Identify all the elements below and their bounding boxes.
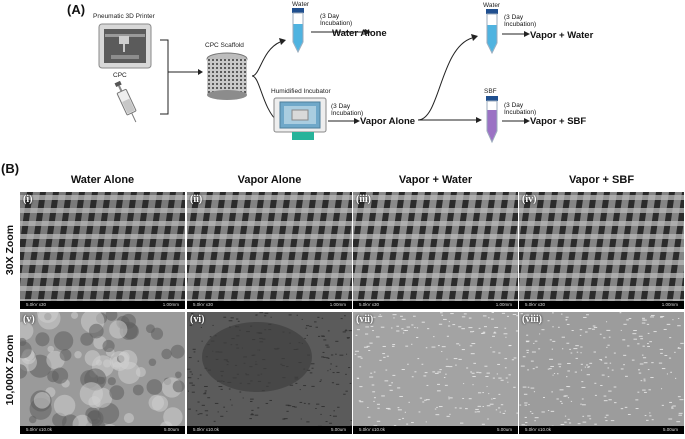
panel-b-label: (B) [1, 161, 20, 176]
arrow-water-alone [311, 29, 371, 35]
sem-scale-bar-text: 1.00mm [495, 302, 512, 307]
water-alone-result: Water Alone [332, 28, 387, 39]
sem-image-10000x-2: (vi) 5.0kV x10.0k 5.00um [187, 312, 352, 434]
arrow-vapor-water [502, 31, 530, 37]
sem-magnification-text: 5.0kV x30 [525, 302, 546, 307]
sem-magnification-text: 5.0kV x10.0k [193, 427, 220, 432]
water-tube2-label: Water [483, 2, 501, 9]
sem-micrograph [20, 312, 185, 434]
sem-image-10000x-4: (viii) 5.0kV x10.0k 5.00um [519, 312, 684, 434]
water-tube-label: Water [292, 1, 310, 8]
sem-image-10000x-3: (vii) 5.0kV x10.0k 5.00um [353, 312, 518, 434]
sem-micrograph [519, 192, 684, 309]
column-header-vapor-alone: Vapor Alone [237, 174, 302, 186]
sem-image-30x-4: (iv) 5.0kV x30 1.00mm [519, 192, 684, 309]
water-tube-icon [292, 8, 304, 54]
sem-info-bar: 5.0kV x30 1.00mm [20, 301, 185, 309]
sem-info-bar: 5.0kV x30 1.00mm [353, 301, 518, 309]
sem-info-bar: 5.0kV x10.0k 5.00um [20, 426, 185, 434]
sem-micrograph [187, 192, 352, 309]
row-header-10000x: 10,000X Zoom [4, 334, 16, 406]
sem-micrograph [187, 312, 352, 434]
sem-info-bar: 5.0kV x30 1.00mm [187, 301, 352, 309]
scaffold-icon [206, 52, 248, 100]
column-header-water-alone: Water Alone [70, 174, 135, 186]
sem-micrograph [519, 312, 684, 434]
sem-image-label: (vii) [356, 314, 374, 325]
sem-micrograph [353, 192, 518, 309]
sem-info-bar: 5.0kV x10.0k 5.00um [353, 426, 518, 434]
sbf-tube-icon [486, 96, 498, 144]
sem-scale-bar-text: 5.00um [496, 427, 512, 432]
water-tube2-icon [486, 9, 498, 55]
vapor-water-result: Vapor + Water [530, 30, 594, 41]
sem-image-label: (iv) [522, 194, 537, 205]
cpc-label: CPC [113, 72, 127, 79]
sem-magnification-text: 5.0kV x10.0k [359, 427, 386, 432]
printer-label: Pneumatic 3D Printer [93, 13, 155, 20]
sem-magnification-text: 5.0kV x30 [359, 302, 380, 307]
arrow-vapor-sbf [502, 118, 530, 124]
sbf-tube-label: SBF [484, 88, 497, 95]
incubator-label: Humidified Incubator [271, 88, 331, 95]
sem-image-label: (vi) [190, 314, 205, 325]
sem-image-30x-2: (ii) 5.0kV x30 1.00mm [187, 192, 352, 309]
printer-icon [98, 23, 152, 69]
column-header-vapor-sbf: Vapor + SBF [568, 174, 635, 186]
sem-image-label: (v) [23, 314, 35, 325]
sem-scale-bar-text: 1.00mm [162, 302, 179, 307]
sem-scale-bar-text: 5.00um [163, 427, 179, 432]
incubator-icon [273, 97, 327, 140]
sem-info-bar: 5.0kV x10.0k 5.00um [519, 426, 684, 434]
syringe-icon [114, 80, 137, 123]
sem-scale-bar-text: 1.00mm [661, 302, 678, 307]
sem-info-bar: 5.0kV x30 1.00mm [519, 301, 684, 309]
sem-image-label: (iii) [356, 194, 371, 205]
scaffold-label: CPC Scaffold [205, 42, 244, 49]
column-header-vapor-water: Vapor + Water [398, 174, 473, 186]
sem-image-label: (viii) [522, 314, 542, 325]
sem-micrograph [20, 192, 185, 309]
sem-magnification-text: 5.0kV x10.0k [26, 427, 53, 432]
sem-magnification-text: 5.0kV x30 [26, 302, 47, 307]
vapor-alone-result: Vapor Alone [360, 116, 416, 127]
sem-micrograph [353, 312, 518, 434]
sem-image-10000x-1: (v) 5.0kV x10.0k 5.00um [20, 312, 185, 434]
merge-bracket [160, 39, 203, 115]
sem-magnification-text: 5.0kV x30 [193, 302, 214, 307]
sem-image-30x-1: (i) 5.0kV x30 1.00mm [20, 192, 185, 309]
sem-scale-bar-text: 5.00um [330, 427, 346, 432]
sem-image-label: (ii) [190, 194, 203, 205]
sem-magnification-text: 5.0kV x10.0k [525, 427, 552, 432]
sem-info-bar: 5.0kV x10.0k 5.00um [187, 426, 352, 434]
sem-image-label: (i) [23, 194, 33, 205]
sem-scale-bar-text: 5.00um [662, 427, 678, 432]
panel-a-label: (A) [67, 2, 86, 17]
row-header-30x: 30X Zoom [4, 224, 16, 276]
vapor-split-arrows [418, 34, 482, 123]
arrow-vapor-alone [328, 118, 360, 124]
sem-scale-bar-text: 1.00mm [329, 302, 346, 307]
sem-image-30x-3: (iii) 5.0kV x30 1.00mm [353, 192, 518, 309]
vapor-sbf-result: Vapor + SBF [530, 116, 587, 127]
